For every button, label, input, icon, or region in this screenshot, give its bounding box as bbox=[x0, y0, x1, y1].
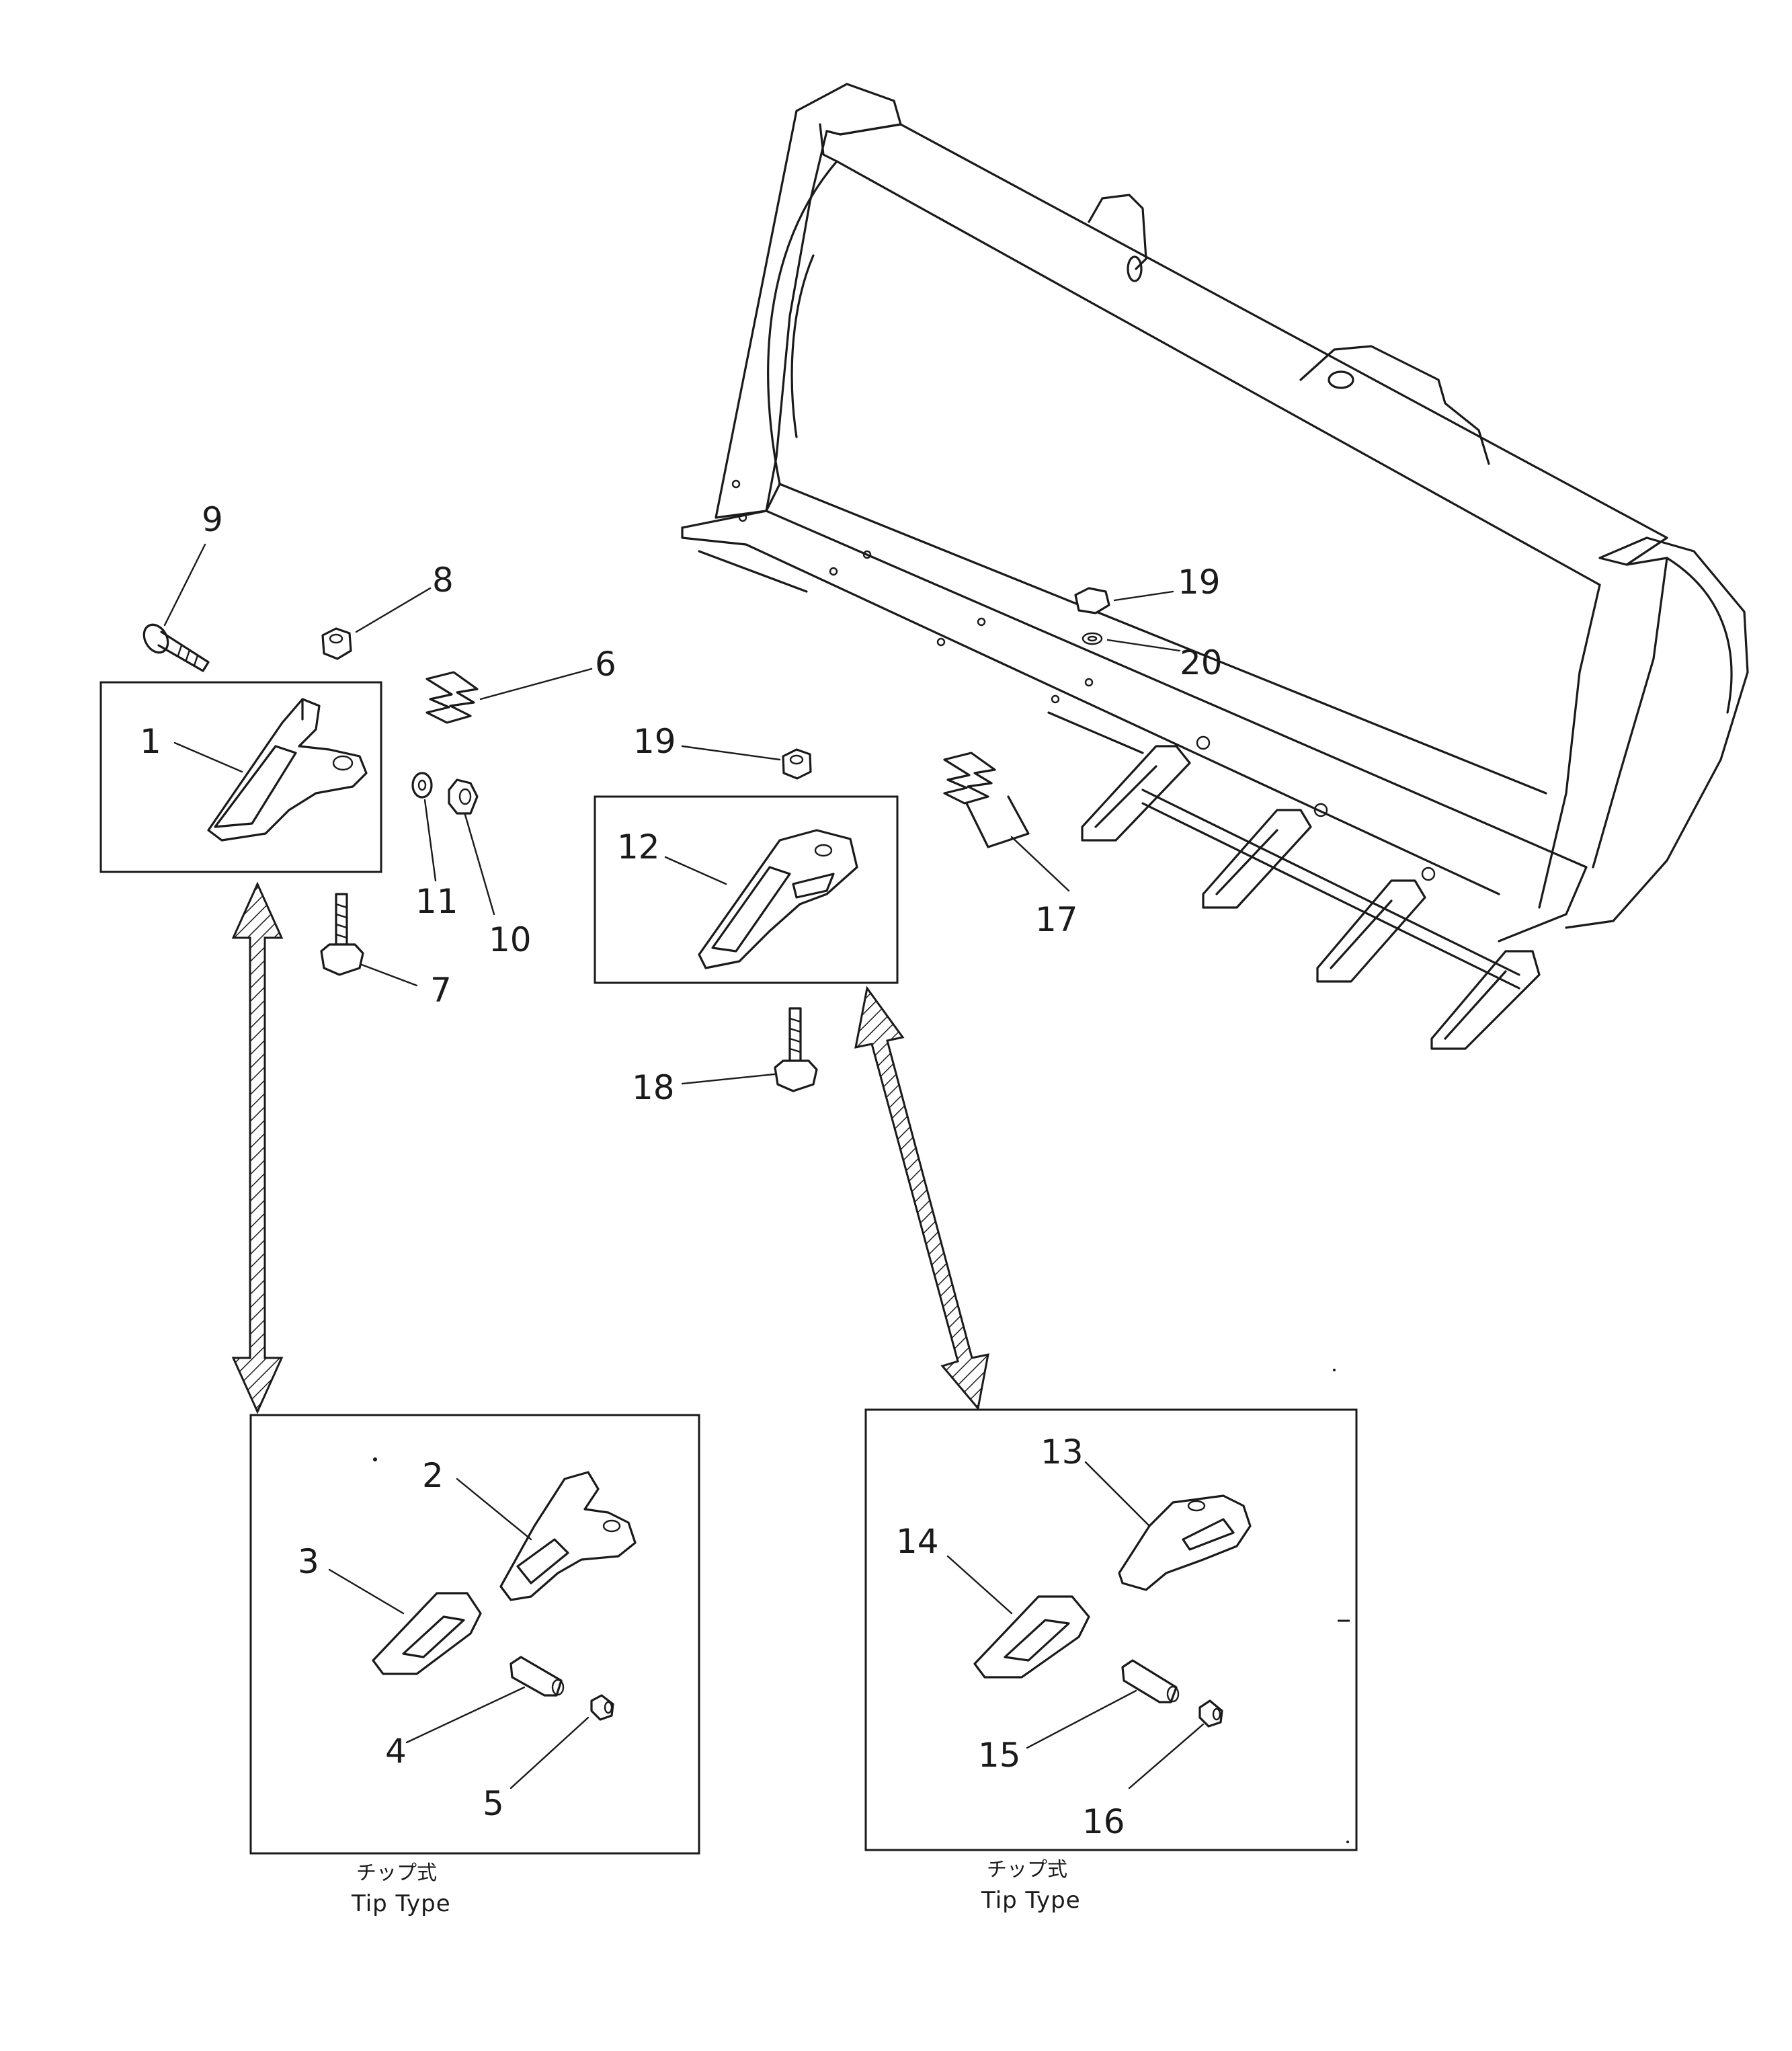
bucket-nut-washer bbox=[1074, 587, 1110, 645]
callout-19b: 19 bbox=[633, 722, 676, 761]
box-part-12 bbox=[594, 795, 899, 984]
part-8-nut bbox=[321, 627, 352, 660]
callout-5: 5 bbox=[483, 1784, 504, 1823]
part-4-pin bbox=[510, 1656, 565, 1697]
part-12-adapter bbox=[698, 829, 858, 969]
callout-10: 10 bbox=[489, 920, 532, 959]
callout-18: 18 bbox=[632, 1068, 675, 1107]
callout-9: 9 bbox=[202, 500, 223, 539]
part-6-shim bbox=[425, 671, 479, 724]
part-5-lock bbox=[590, 1694, 614, 1721]
callout-numbers: 1 2 3 4 5 6 7 8 9 10 11 12 13 14 15 16 1… bbox=[140, 500, 1223, 1841]
part-11-washer bbox=[411, 772, 433, 799]
bucket-teeth bbox=[1081, 735, 1541, 1050]
callout-20: 20 bbox=[1180, 643, 1223, 682]
part-14-tip bbox=[973, 1595, 1090, 1679]
caption-right-jp: チップ式 bbox=[987, 1858, 1067, 1882]
caption-left: チップ式 Tip Type bbox=[351, 1861, 451, 1917]
part-10-nut bbox=[448, 778, 479, 815]
callout-3: 3 bbox=[298, 1542, 319, 1581]
callout-6: 6 bbox=[595, 645, 616, 684]
callout-14: 14 bbox=[896, 1522, 939, 1561]
part-3-tip bbox=[372, 1592, 482, 1675]
edge-bolt-holes bbox=[731, 479, 1094, 704]
callout-12: 12 bbox=[617, 828, 660, 867]
part-18-bolt bbox=[774, 1007, 818, 1092]
caption-right-en: Tip Type bbox=[981, 1887, 1081, 1914]
callout-11: 11 bbox=[415, 882, 458, 921]
caption-right: チップ式 Tip Type bbox=[981, 1858, 1081, 1914]
callout-16: 16 bbox=[1082, 1802, 1125, 1841]
callout-19a: 19 bbox=[1178, 563, 1221, 602]
arrow-right-interchange bbox=[854, 986, 989, 1411]
callout-17: 17 bbox=[1035, 900, 1078, 939]
part-16-lock bbox=[1198, 1699, 1223, 1728]
box-tip-type-left bbox=[249, 1414, 700, 1855]
callout-8: 8 bbox=[432, 561, 454, 600]
callout-13: 13 bbox=[1041, 1433, 1084, 1472]
caption-left-en: Tip Type bbox=[351, 1890, 451, 1917]
part-17-shim bbox=[943, 752, 1030, 848]
part-1-tooth bbox=[207, 698, 368, 842]
callout-1: 1 bbox=[140, 722, 161, 761]
part-15-pin bbox=[1121, 1659, 1180, 1703]
arrow-left-interchange bbox=[231, 881, 284, 1414]
part-19-nut bbox=[782, 748, 812, 780]
part-7-bolt bbox=[320, 893, 364, 976]
bucket bbox=[681, 83, 1749, 1050]
box-tip-type-right bbox=[864, 1408, 1358, 1851]
callout-15: 15 bbox=[978, 1736, 1021, 1775]
callout-7: 7 bbox=[430, 971, 452, 1010]
part-2-adapter bbox=[499, 1471, 637, 1601]
part-13-adapter bbox=[1118, 1494, 1252, 1591]
leader-lines bbox=[163, 543, 1205, 1789]
caption-left-jp: チップ式 bbox=[356, 1861, 437, 1885]
part-9-bolt bbox=[142, 623, 210, 672]
scan-specks bbox=[373, 1369, 1350, 1843]
callout-2: 2 bbox=[422, 1456, 444, 1495]
callout-4: 4 bbox=[385, 1732, 407, 1771]
box-part-1 bbox=[99, 681, 382, 873]
